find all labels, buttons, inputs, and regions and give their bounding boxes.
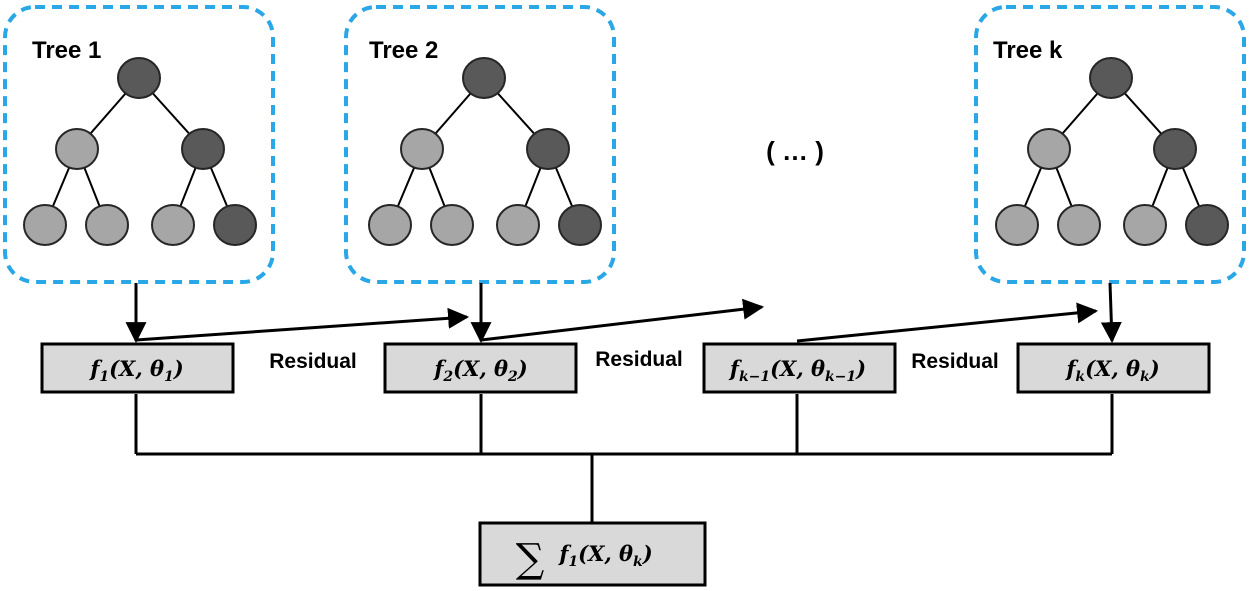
connectors xyxy=(125,282,1122,522)
function-label: f2(X, θ2) xyxy=(432,356,527,385)
function-box-k: fk(X, θk) xyxy=(1016,342,1211,394)
tree-frame xyxy=(344,5,616,284)
function-box-2: f2(X, θ2) xyxy=(383,342,578,394)
tree-node-light xyxy=(368,204,412,246)
tree-node-light xyxy=(400,128,444,170)
tree-node-dark xyxy=(462,57,506,99)
tree-node-dark xyxy=(558,204,602,246)
tree-node-dark xyxy=(1153,128,1197,170)
tree-panel-1: Tree 1 xyxy=(3,5,275,284)
tree-node-dark xyxy=(213,204,257,246)
function-label: f1(X, θ1) xyxy=(88,356,183,385)
sum-box: ∑ f1(X, θk) xyxy=(478,521,707,587)
tree-node-dark xyxy=(181,128,225,170)
tree-frame xyxy=(3,5,275,284)
tree-node-light xyxy=(1057,204,1101,246)
tree-node-light xyxy=(496,204,540,246)
tree-panel-2: Tree 2 xyxy=(344,5,616,284)
tree-node-light xyxy=(1123,204,1167,246)
tree-node-light xyxy=(23,204,67,246)
tree-node-dark xyxy=(117,57,161,99)
residual-label-3: Residual xyxy=(911,350,999,373)
tree-node-light xyxy=(995,204,1039,246)
tree-node-light xyxy=(55,128,99,170)
sum-symbol: ∑ xyxy=(516,536,545,582)
tree-node-light xyxy=(1027,128,1071,170)
tree-node-light xyxy=(430,204,474,246)
function-box-k-minus-1: fk−1(X, θk−1) xyxy=(702,342,897,394)
tree-label: Tree 1 xyxy=(32,37,101,64)
function-label: fk−1(X, θk−1) xyxy=(728,356,866,385)
tree-node-light xyxy=(85,204,129,246)
tree-label: Tree k xyxy=(993,37,1063,64)
tree-node-dark xyxy=(1089,57,1133,99)
tree-node-dark xyxy=(526,128,570,170)
tree-label: Tree 2 xyxy=(369,37,438,64)
ellipsis-label: ( … ) xyxy=(766,136,824,166)
tree-panel-k: Tree k xyxy=(974,5,1246,284)
function-box-1: f1(X, θ1) xyxy=(40,342,235,394)
residual-label-1: Residual xyxy=(269,350,357,373)
tree-node-dark xyxy=(1185,204,1229,246)
residual-arrow-2 xyxy=(480,298,765,342)
residual-arrow-1 xyxy=(135,307,470,342)
residual-label-2: Residual xyxy=(595,348,683,371)
residual-arrow-3 xyxy=(796,302,1099,343)
function-label: fk(X, θk) xyxy=(1064,356,1159,385)
tree-to-fk-arrow xyxy=(1100,282,1122,344)
tree-frame xyxy=(974,5,1246,284)
tree-node-light xyxy=(151,204,195,246)
